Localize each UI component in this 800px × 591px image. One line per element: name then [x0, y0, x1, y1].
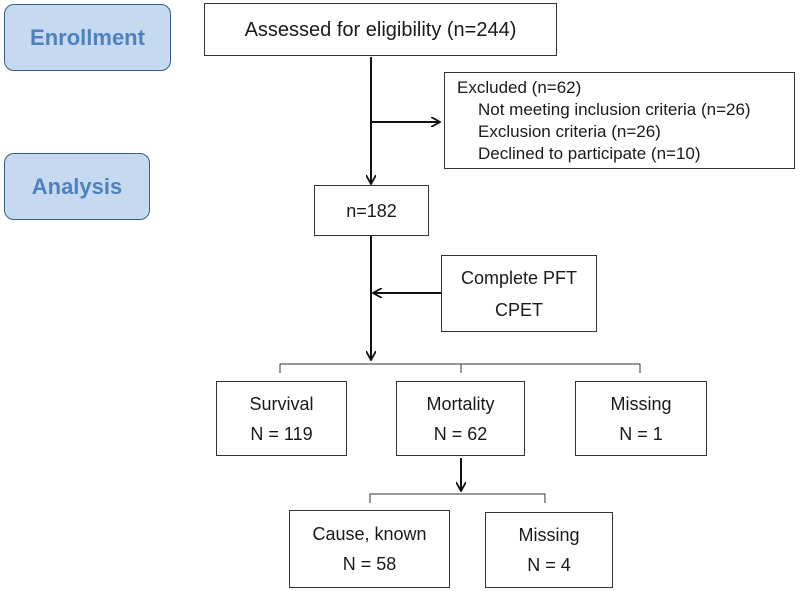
cause-missing-label: Missing: [518, 525, 580, 545]
cause-missing-count: N = 4: [527, 555, 571, 575]
survival-box: Survival N = 119: [216, 381, 347, 456]
assessed-box: Assessed for eligibility (n=244): [204, 3, 557, 56]
cause-known-box: Cause, known N = 58: [289, 510, 450, 588]
missing-outcome-box: Missing N = 1: [575, 381, 707, 456]
missing-outcome-count: N = 1: [619, 423, 663, 444]
survival-count: N = 119: [250, 423, 313, 444]
tests-line-pft: Complete PFT: [460, 267, 578, 288]
outcome-bracket: [279, 363, 641, 373]
survival-label: Survival: [249, 393, 314, 414]
assessed-text: Assessed for eligibility (n=244): [244, 18, 517, 41]
cause-missing-box: Missing N = 4: [485, 512, 613, 588]
analysis-stage-label: Analysis: [4, 153, 150, 220]
cause-known-label: Cause, known: [312, 524, 427, 544]
tests-line-cpet: CPET: [494, 299, 543, 320]
excluded-box: Excluded (n=62) Not meeting inclusion cr…: [444, 72, 795, 169]
tests-box: Complete PFT CPET: [441, 255, 597, 332]
enrolled-box: n=182: [314, 185, 429, 236]
enrolled-text: n=182: [346, 200, 397, 221]
excluded-item-exclusion: Exclusion criteria (n=26): [478, 122, 661, 141]
missing-outcome-label: Missing: [610, 393, 672, 414]
cause-bracket: [369, 493, 546, 503]
excluded-item-declined: Declined to participate (n=10): [478, 144, 701, 163]
enrollment-stage-label: Enrollment: [4, 4, 171, 71]
mortality-count: N = 62: [433, 423, 488, 444]
excluded-item-inclusion: Not meeting inclusion criteria (n=26): [478, 100, 751, 119]
mortality-label: Mortality: [426, 393, 495, 414]
cause-known-count: N = 58: [342, 554, 397, 574]
excluded-title: Excluded (n=62): [457, 78, 582, 97]
mortality-box: Mortality N = 62: [396, 381, 525, 456]
